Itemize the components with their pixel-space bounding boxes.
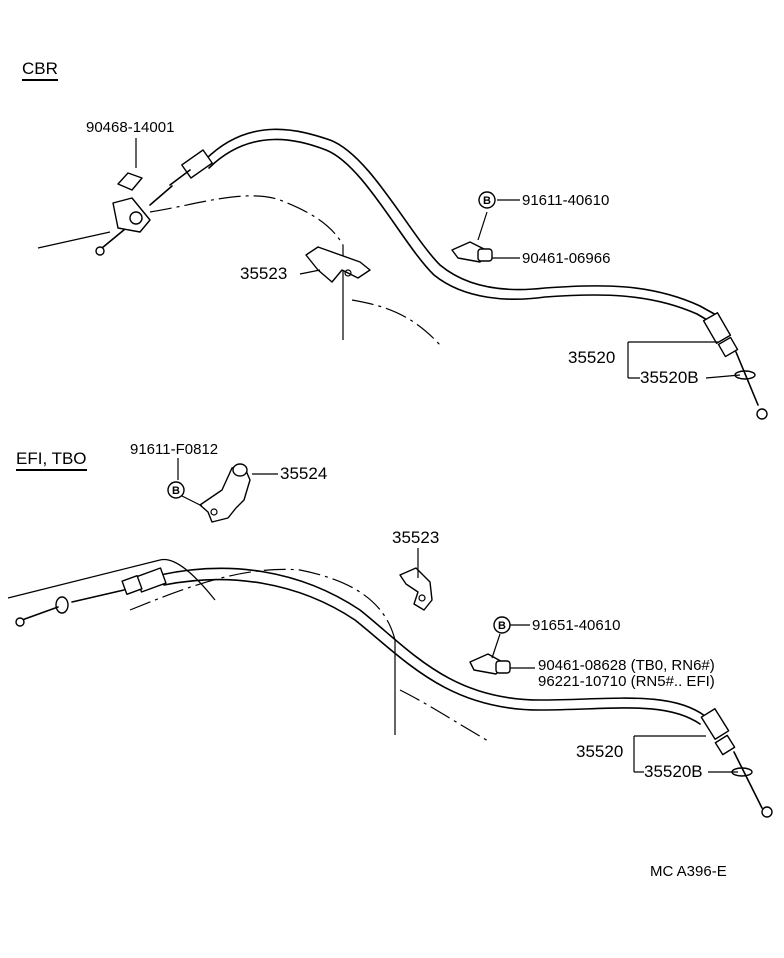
efi-bracket-35524 [199, 463, 251, 523]
cbr-badge-b: B [478, 191, 496, 209]
section-title-efi-tbo: EFI, TBO [16, 450, 87, 471]
label-91611-f0812: 91611-F0812 [130, 441, 219, 458]
cbr-clamp-35523 [305, 246, 371, 283]
label-96221-10710: 96221-10710 (RN5#.. EFI) [538, 673, 715, 690]
efi-body-outline [7, 558, 491, 743]
efi-badge-b-bolt: B [493, 616, 511, 634]
label-35520b-bottom: 35520B [644, 762, 703, 781]
efi-leaders [177, 458, 738, 773]
label-35520b-top: 35520B [640, 368, 699, 387]
cbr-badge-letter: B [483, 195, 491, 207]
diagram-code: MC A396-E [650, 863, 727, 880]
label-90461-08628: 90461-08628 (TB0, RN6#) [538, 657, 715, 674]
label-35520-bottom: 35520 [576, 742, 624, 761]
cbr-leaders [135, 138, 741, 379]
cbr-body-outline [37, 195, 441, 346]
label-91611-40610: 91611-40610 [522, 192, 610, 209]
label-35523-bottom: 35523 [392, 528, 440, 547]
cbr-clip-90461-06966 [451, 241, 493, 263]
section-title-cbr: CBR [22, 60, 58, 81]
efi-clip-90461-08628 [469, 653, 511, 675]
label-90461-06966: 90461-06966 [522, 250, 611, 267]
label-90468-14001: 90468-14001 [86, 119, 175, 136]
efi-badge-letter-2: B [498, 620, 506, 632]
efi-badge-letter-1: B [172, 485, 180, 497]
label-91651-40610: 91651-40610 [532, 617, 621, 634]
label-35523-top: 35523 [240, 264, 288, 283]
efi-clamp-35523 [399, 567, 433, 611]
label-35524: 35524 [280, 464, 328, 483]
efi-badge-b-bracket: B [167, 481, 185, 499]
efi-throttle-cable [15, 567, 773, 818]
cbr-throttle-cable [95, 128, 768, 420]
label-35520-top: 35520 [568, 348, 616, 367]
